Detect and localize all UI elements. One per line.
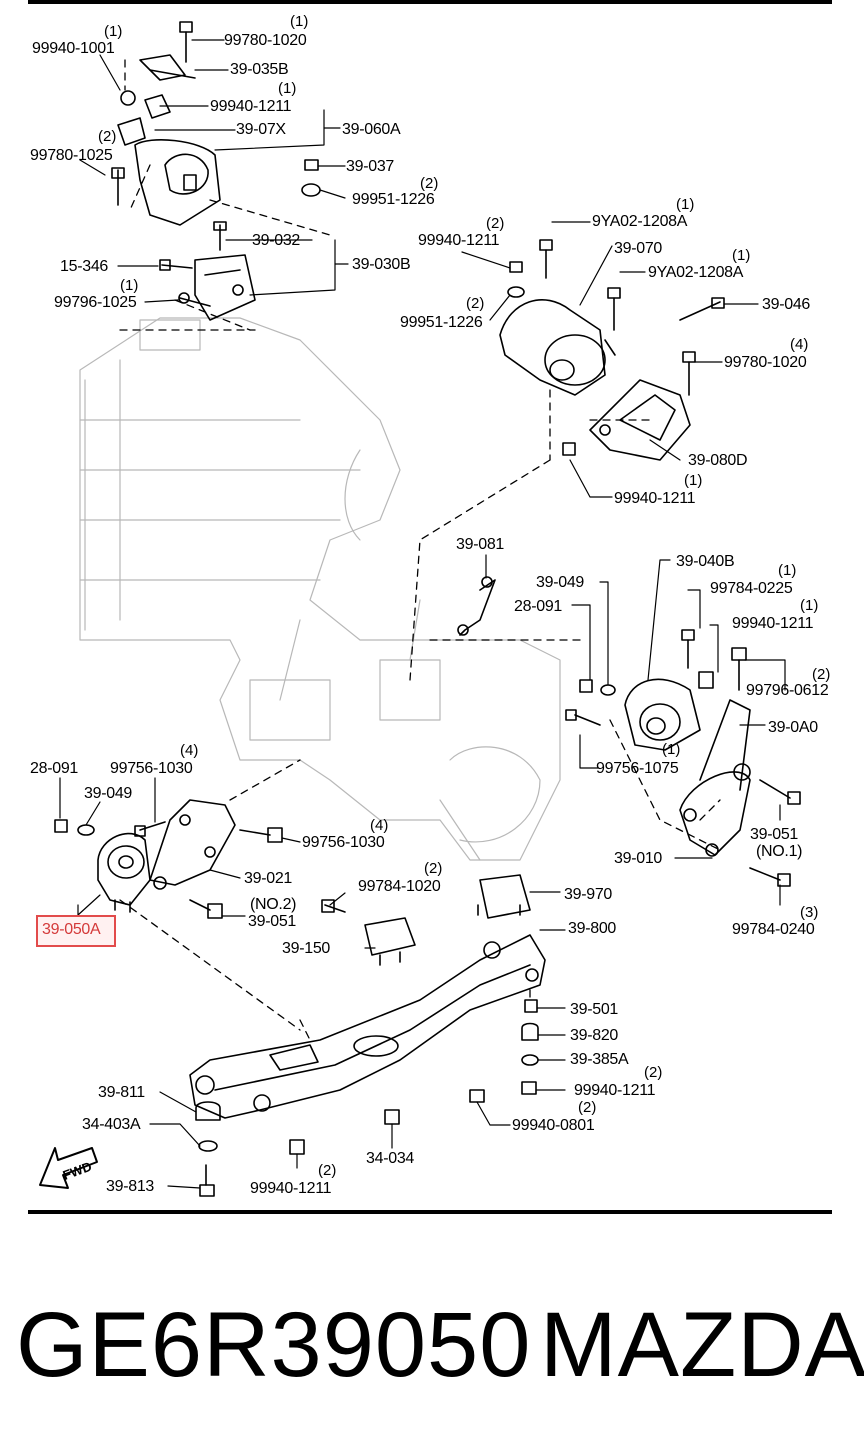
- label-no2: (NO.2): [250, 896, 297, 913]
- label-99784-0225: 99784-0225: [710, 580, 793, 597]
- label-99784-0240: 99784-0240: [732, 921, 815, 938]
- line-art: FWD: [39, 21, 801, 1197]
- qty: (2): [420, 175, 439, 192]
- label-39-813: 39-813: [106, 1178, 155, 1195]
- qty: (2): [424, 860, 443, 877]
- label-28-091: 28-091: [514, 598, 563, 615]
- label-39-010: 39-010: [614, 850, 663, 867]
- qty: (2): [466, 295, 485, 312]
- label-39-051: 39-051: [248, 913, 297, 930]
- label-39-070: 39-070: [614, 240, 663, 257]
- label-99756-1075: 99756-1075: [596, 760, 679, 777]
- label-39-051: 39-051: [750, 826, 799, 843]
- qty: (1): [778, 562, 797, 579]
- label-99756-1030: 99756-1030: [110, 760, 193, 777]
- parts-diagram: FWD 99940-1001 (1) 99780-1020 (1) 39-035…: [28, 0, 832, 1214]
- label-39-049: 39-049: [536, 574, 585, 591]
- qty: (1): [800, 597, 819, 614]
- qty: (2): [486, 215, 505, 232]
- qty: (1): [732, 247, 751, 264]
- label-99951-1226: 99951-1226: [352, 191, 435, 208]
- label-99780-1020: 99780-1020: [724, 354, 807, 371]
- right-lower-mount: [457, 576, 801, 887]
- label-39-049: 39-049: [84, 785, 133, 802]
- label-39-040b: 39-040B: [676, 553, 735, 570]
- qty: (2): [812, 666, 831, 683]
- label-39-820: 39-820: [570, 1027, 619, 1044]
- label-39-035b: 39-035B: [230, 61, 289, 78]
- fwd-label: FWD: [61, 1159, 94, 1183]
- label-99784-1020: 99784-1020: [358, 878, 441, 895]
- label-28-091: 28-091: [30, 760, 79, 777]
- label-39-811: 39-811: [98, 1084, 145, 1101]
- label-99756-1030: 99756-1030: [302, 834, 385, 851]
- label-39-080d: 39-080D: [688, 452, 748, 469]
- qty: (1): [120, 277, 139, 294]
- qty: (1): [676, 196, 695, 213]
- label-99940-1211: 99940-1211: [210, 98, 292, 115]
- label-99796-0612: 99796-0612: [746, 682, 829, 699]
- qty: (1): [290, 13, 309, 30]
- engine-outline: [79, 317, 561, 861]
- qty: (2): [318, 1162, 337, 1179]
- brand-name: MAZDA: [540, 1294, 864, 1396]
- label-39-081: 39-081: [456, 536, 505, 553]
- label-39-385a: 39-385A: [570, 1051, 629, 1068]
- label-39-07x: 39-07X: [236, 121, 286, 138]
- label-99940-1211: 99940-1211: [418, 232, 500, 249]
- label-39-050a-highlighted[interactable]: 39-050A: [42, 921, 101, 938]
- label-15-346: 15-346: [60, 258, 109, 275]
- qty: (4): [180, 742, 199, 759]
- qty: (2): [644, 1064, 663, 1081]
- label-99951-1226: 99951-1226: [400, 314, 483, 331]
- label-34-034: 34-034: [366, 1150, 415, 1167]
- qty: (2): [578, 1099, 597, 1116]
- qty: (1): [104, 23, 123, 40]
- label-99796-1025: 99796-1025: [54, 294, 137, 311]
- part-number: GE6R39050: [16, 1294, 532, 1396]
- qty: (2): [98, 128, 117, 145]
- label-9ya02-1208a: 9YA02-1208A: [648, 264, 744, 281]
- qty: (1): [278, 80, 297, 97]
- top-rule: [28, 0, 832, 4]
- top-mount: [111, 21, 321, 321]
- label-39-0a0: 39-0A0: [768, 719, 818, 736]
- label-39-150: 39-150: [282, 940, 331, 957]
- label-99780-1020: 99780-1020: [224, 32, 307, 49]
- label-99940-1211: 99940-1211: [732, 615, 814, 632]
- label-99940-0801: 99940-0801: [512, 1117, 595, 1134]
- qty: (1): [684, 472, 703, 489]
- qty: (4): [790, 336, 809, 353]
- label-39-030b: 39-030B: [352, 256, 411, 273]
- label-99940-1211: 99940-1211: [614, 490, 696, 507]
- crossmember: [189, 874, 546, 1197]
- right-upper-mount: [499, 239, 725, 461]
- left-mount: [54, 799, 283, 919]
- label-leaders: [59, 39, 786, 1189]
- highlight-box[interactable]: [36, 915, 116, 947]
- qty: (1): [662, 741, 681, 758]
- label-39-501: 39-501: [570, 1001, 619, 1018]
- footer: GE6R39050 MAZDA: [0, 1290, 864, 1410]
- label-39-800: 39-800: [568, 920, 617, 937]
- label-39-021: 39-021: [244, 870, 293, 887]
- label-39-060a: 39-060A: [342, 121, 401, 138]
- label-no1: (NO.1): [756, 843, 803, 860]
- label-39-046: 39-046: [762, 296, 811, 313]
- label-39-032: 39-032: [252, 232, 301, 249]
- label-99940-1211: 99940-1211: [574, 1082, 656, 1099]
- qty: (3): [800, 904, 819, 921]
- fwd-arrow-icon: [39, 1147, 98, 1189]
- label-9ya02-1208a: 9YA02-1208A: [592, 213, 688, 230]
- label-34-403a: 34-403A: [82, 1116, 141, 1133]
- label-99940-1001: 99940-1001: [32, 40, 115, 57]
- dashed-leaders: [119, 59, 721, 1041]
- bottom-rule: [28, 1210, 832, 1214]
- label-99940-1211: 99940-1211: [250, 1180, 332, 1197]
- label-39-037: 39-037: [346, 158, 395, 175]
- qty: (4): [370, 817, 389, 834]
- label-39-970: 39-970: [564, 886, 613, 903]
- label-99780-1025: 99780-1025: [30, 147, 113, 164]
